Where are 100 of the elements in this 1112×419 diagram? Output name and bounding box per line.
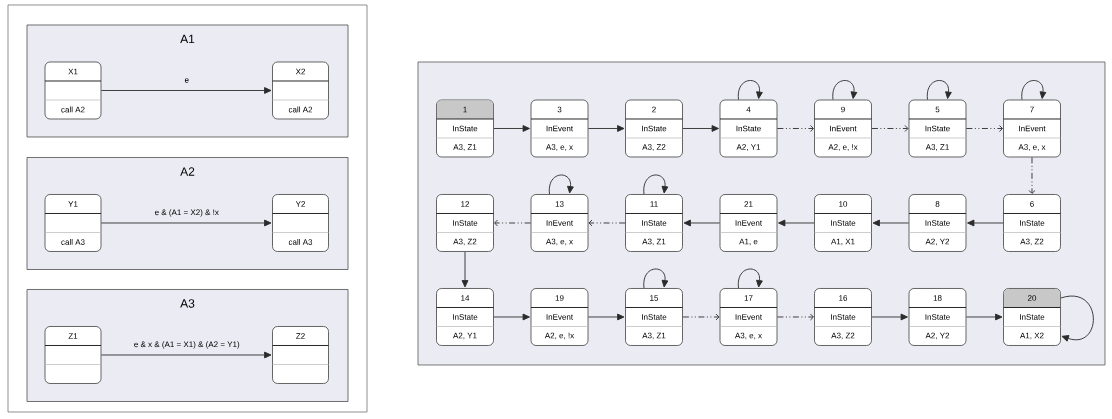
state-values: A3, Z2 <box>1020 238 1044 246</box>
state-type: InState <box>642 125 667 132</box>
state-box <box>625 288 683 346</box>
transition-arrow <box>682 313 720 321</box>
state-number: 10 <box>839 201 848 207</box>
state-values: A2, Y2 <box>925 332 950 340</box>
state-number: 13 <box>555 201 564 207</box>
state-box <box>436 288 494 346</box>
state-number: 5 <box>935 106 940 113</box>
state-type: InEvent <box>546 220 573 226</box>
state-box <box>530 288 589 346</box>
state-type: InEvent <box>735 314 762 320</box>
transition-arrow <box>871 313 908 321</box>
state-box <box>719 194 778 252</box>
state-type: InState <box>453 125 478 132</box>
transition-arrow <box>588 219 626 227</box>
transition-arrow <box>683 219 721 227</box>
state-box <box>436 194 494 252</box>
state-box <box>530 194 589 252</box>
state-box <box>814 288 872 346</box>
state-values: A1, X1 <box>831 238 855 246</box>
state-number: 4 <box>746 106 751 113</box>
transition-arrow <box>967 219 1004 227</box>
state-values: A3, Z1 <box>925 144 949 151</box>
transition-arrow <box>965 125 1003 132</box>
state-box <box>44 194 102 252</box>
state-type: InEvent <box>1019 125 1046 132</box>
state-number: 3 <box>557 106 562 113</box>
state-box <box>719 99 778 158</box>
action-text: call A3 <box>288 239 313 245</box>
state-type: InState <box>453 314 478 320</box>
state-number: 20 <box>1027 295 1037 301</box>
state-number: 11 <box>650 201 658 207</box>
state-type: InState <box>642 314 667 320</box>
state-values: A3, e, x <box>734 332 762 340</box>
state-type: InState <box>925 125 950 132</box>
state-type: InState <box>925 220 950 226</box>
state-box <box>719 288 778 346</box>
state-values: A3, e, x <box>545 144 573 151</box>
action-text: call A3 <box>61 239 85 245</box>
state-values: A3, Z2 <box>453 238 477 246</box>
state-box <box>908 288 967 346</box>
state-box <box>530 99 589 158</box>
state-type: InState <box>1020 220 1045 226</box>
state-number: 19 <box>555 295 564 301</box>
self-loop-arrow <box>1021 80 1047 101</box>
state-type: InState <box>1020 314 1045 320</box>
state-type: InState <box>736 125 761 132</box>
state-box <box>1003 288 1061 346</box>
self-loop-arrow <box>643 268 669 289</box>
action-text: call A2 <box>61 106 85 113</box>
self-loop-arrow <box>548 174 574 195</box>
transition-arrow <box>871 125 909 132</box>
state-box <box>814 194 872 252</box>
state-box <box>272 61 329 120</box>
state-values: A3, Z1 <box>642 332 666 340</box>
state-type: InState <box>453 220 478 226</box>
transition-arrow <box>778 219 815 227</box>
transition-arrow <box>776 313 814 321</box>
state-type: InState <box>642 220 667 226</box>
state-number: 2 <box>652 106 656 113</box>
self-loop-arrow <box>737 80 763 101</box>
state-number: 1 <box>463 106 467 113</box>
transition-arrow <box>965 313 1003 321</box>
state-number: 21 <box>744 201 753 207</box>
state-box <box>625 99 683 158</box>
transition-arrow <box>1028 156 1036 194</box>
state-box <box>908 194 967 252</box>
state-values: A3, Z1 <box>642 238 666 246</box>
state-box <box>625 194 683 252</box>
state-box <box>44 326 102 384</box>
state-box <box>1003 99 1061 158</box>
action-text: call A2 <box>288 106 313 113</box>
state-type: InState <box>831 220 856 226</box>
state-values: A1, X2 <box>1020 332 1044 340</box>
edge-label: e & x & (A1 = X1) & (A2 = Y1) <box>132 340 241 350</box>
state-values: A2, e, !x <box>828 144 858 151</box>
state-number: 12 <box>461 201 470 207</box>
state-number: 18 <box>933 295 942 301</box>
state-values: A3, Z2 <box>642 144 666 151</box>
state-number: 9 <box>841 106 845 113</box>
state-type: InEvent <box>735 220 762 226</box>
state-number: 7 <box>1030 106 1034 113</box>
state-name: Y2 <box>295 201 305 207</box>
state-box <box>436 99 494 158</box>
state-number: 14 <box>461 295 470 301</box>
self-loop-arrow <box>832 80 858 101</box>
self-loop-arrow <box>737 268 763 289</box>
state-box <box>272 194 329 252</box>
state-number: 15 <box>650 295 659 301</box>
state-box <box>814 99 872 158</box>
transition-arrow <box>494 219 532 227</box>
state-box <box>1003 194 1061 252</box>
transition-arrow <box>100 87 272 94</box>
transition-arrow <box>872 219 910 227</box>
state-values: A2, Y1 <box>453 332 477 340</box>
state-values: A2, Y2 <box>925 238 950 246</box>
state-type: InState <box>925 314 950 320</box>
state-type: InEvent <box>546 125 573 132</box>
self-loop-arrow <box>643 174 669 195</box>
